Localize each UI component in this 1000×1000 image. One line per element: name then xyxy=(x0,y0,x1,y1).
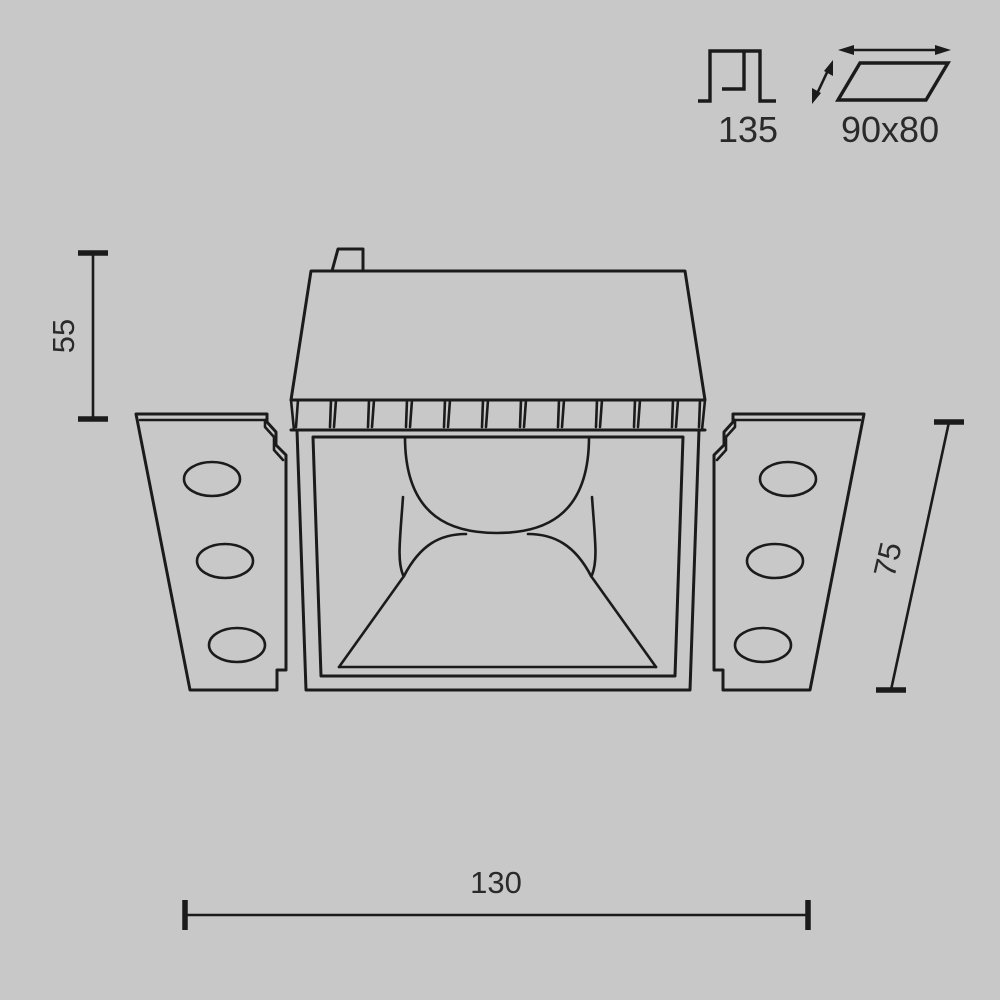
ceiling-cutout-size-icon xyxy=(812,45,951,104)
dimension-label-55: 55 xyxy=(46,319,81,353)
ceiling-cutout-depth-icon xyxy=(698,49,776,103)
icon-label-cutout-depth: 135 xyxy=(718,109,778,150)
dimension-width-130: 130 xyxy=(182,865,811,930)
bracket-left-hole-1 xyxy=(182,460,242,498)
dimension-height-55: 55 xyxy=(46,250,108,422)
bezel-frame xyxy=(295,428,701,692)
reflector-cone xyxy=(337,435,658,669)
dimension-label-130: 130 xyxy=(470,865,522,900)
bracket-left xyxy=(134,412,288,692)
connector-tab xyxy=(330,247,365,273)
bracket-left-hole-2 xyxy=(195,542,255,580)
bracket-right-hole-1 xyxy=(758,460,818,498)
driver-housing xyxy=(289,247,707,432)
icon-label-cutout-size: 90x80 xyxy=(841,109,939,150)
bracket-right xyxy=(712,412,866,692)
bracket-right-hole-2 xyxy=(745,542,805,580)
bracket-right-hole-3 xyxy=(733,626,793,664)
dimension-label-75: 75 xyxy=(867,539,909,580)
bracket-left-hole-3 xyxy=(207,626,267,664)
dimension-height-75: 75 xyxy=(867,419,964,693)
heatsink-fins xyxy=(294,398,702,429)
